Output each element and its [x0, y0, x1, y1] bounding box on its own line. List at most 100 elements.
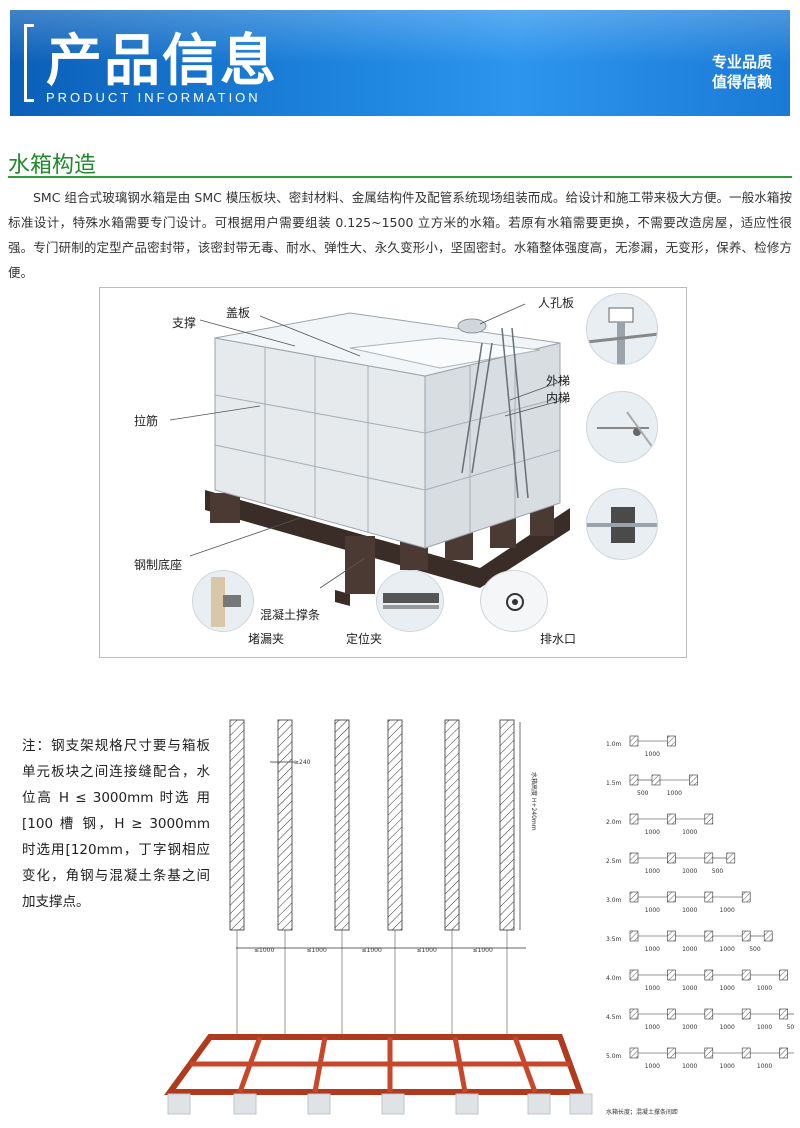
- plan-block: [667, 1008, 676, 1020]
- plan-block: [704, 969, 714, 981]
- elevation-gap-label: ≤1000: [417, 947, 437, 954]
- label-steel-base: 钢制底座: [134, 558, 183, 572]
- plans-caption: 水箱长度；混凝土撑条间距: [606, 1108, 678, 1116]
- support-elevation-drawing: ≥240 水箱高度 H+240mm ≤1000≤1000≤1000≤1000≤1…: [164, 719, 593, 1115]
- plan-dim-label: 1000: [645, 1024, 660, 1031]
- plan-row-label: 2.5m: [606, 858, 622, 865]
- elevation-dimensions: [236, 722, 526, 949]
- elevation-gap-label: ≤1000: [473, 947, 493, 954]
- detail-manhole-circle: [586, 293, 658, 365]
- slogan-line-2: 值得信赖: [711, 73, 772, 91]
- plan-dim-label: 1000: [645, 829, 660, 836]
- plan-block: [629, 1008, 639, 1020]
- elevation-post: [387, 719, 403, 931]
- plan-block: [689, 774, 698, 786]
- plan-row-label: 4.0m: [606, 975, 622, 982]
- plan-dim-label: 1000: [682, 985, 697, 992]
- detail-ladder-circle: [586, 391, 658, 463]
- plan-block: [667, 969, 676, 981]
- plan-row-label: 3.5m: [606, 936, 622, 943]
- plan-block: [667, 813, 676, 825]
- plan-block: [741, 969, 751, 981]
- tank-illustration: [169, 303, 571, 606]
- support-note: 注：钢支架规格尺寸要与箱板单元板块之间连接缝配合，水位高 H ≤ 3000mm …: [22, 738, 210, 910]
- panel-grid: [214, 347, 561, 533]
- plan-block: [629, 852, 639, 864]
- header-banner: 产品信息 PRODUCT INFORMATION 专业品质 值得信赖: [10, 10, 790, 116]
- plan-block: [704, 1047, 714, 1059]
- ladders: [461, 327, 529, 499]
- label-locating-clamp: 定位夹: [346, 632, 383, 646]
- section-divider: [8, 176, 792, 178]
- plan-block: [726, 852, 736, 864]
- plan-block: [667, 852, 676, 864]
- banner-bracket: [24, 24, 34, 102]
- plan-block: [741, 1008, 751, 1020]
- plan-block: [629, 969, 639, 981]
- elevation-height-label: 水箱高度 H+240mm: [530, 772, 538, 831]
- label-inner-ladder: 内梯: [546, 391, 571, 405]
- detail-leak-clamp-circle: [192, 570, 254, 632]
- banner-slogan: 专业品质 值得信赖: [712, 52, 772, 92]
- label-support: 支撑: [172, 316, 197, 330]
- callout-lines: [169, 303, 571, 589]
- plan-block: [741, 891, 751, 903]
- plan-dim-label: 1000: [645, 985, 660, 992]
- plan-block: [704, 930, 714, 942]
- plan-block: [704, 1008, 714, 1020]
- label-drain: 排水口: [540, 632, 577, 646]
- plan-block: [704, 813, 714, 825]
- elevation-post: [444, 719, 460, 931]
- plan-dim-label: 1000: [720, 946, 735, 953]
- plan-dim-label: 1000: [682, 907, 697, 914]
- plan-dim-label: 1000: [720, 985, 735, 992]
- plan-dim-label: 500: [749, 946, 761, 953]
- label-cover: 盖板: [226, 306, 251, 320]
- plan-row-label: 5.0m: [606, 1053, 622, 1060]
- plan-dim-label: 500: [637, 790, 649, 797]
- plan-block: [629, 735, 639, 747]
- plan-block: [667, 891, 676, 903]
- elevation-posts: [229, 719, 515, 1034]
- banner-title: 产品信息: [46, 29, 278, 94]
- plan-dim-label: 1000: [682, 829, 697, 836]
- label-leak-clamp: 堵漏夹: [248, 632, 285, 646]
- plan-dim-label: 1000: [645, 907, 660, 914]
- plan-dim-label: 1000: [720, 1063, 735, 1070]
- tank-diagram: 盖板 支撑 人孔板 外梯 内梯 拉筋 钢制底座 混凝土撑条 堵漏夹 定位夹 排水…: [99, 287, 687, 658]
- plan-row-label: 4.5m: [606, 1014, 622, 1021]
- elevation-gap-label: ≤1000: [362, 947, 382, 954]
- detail-bracket-circle: [586, 488, 658, 560]
- plan-row-label: 1.0m: [606, 741, 622, 748]
- plan-dim-label: 1000: [682, 1063, 697, 1070]
- label-tie-bar: 拉筋: [134, 414, 159, 428]
- plan-dim-label: 500: [712, 868, 724, 875]
- elevation-post: [334, 719, 350, 931]
- plan-block: [704, 891, 714, 903]
- plan-dim-label: 1000: [682, 1024, 697, 1031]
- elevation-gap-label: ≤1000: [254, 947, 274, 954]
- label-outer-ladder: 外梯: [546, 374, 571, 388]
- plan-row-label: 1.5m: [606, 780, 622, 787]
- plan-dim-label: 1000: [757, 1063, 772, 1070]
- detail-locating-clamp-circle: [376, 570, 444, 632]
- plan-block: [629, 1047, 639, 1059]
- plan-dim-label: 1000: [682, 946, 697, 953]
- plan-block: [651, 774, 661, 786]
- elevation-gap-labels: ≤1000 ≤1000 ≤1000 ≤1000 ≤1000: [254, 947, 493, 954]
- elevation-width-label: ≥240: [294, 759, 311, 766]
- detail-drain-circle: [480, 570, 548, 632]
- plan-block: [629, 774, 639, 786]
- elevation-gap-label: ≤1000: [307, 947, 327, 954]
- plan-block: [779, 1008, 788, 1020]
- plan-dim-label: 1000: [667, 790, 682, 797]
- plan-block: [779, 969, 788, 981]
- plan-dim-label: 1000: [645, 868, 660, 875]
- plan-dim-label: 1000: [720, 907, 735, 914]
- plan-block: [763, 930, 773, 942]
- elevation-post: [499, 719, 515, 931]
- steel-frame-perspective: [164, 1034, 593, 1115]
